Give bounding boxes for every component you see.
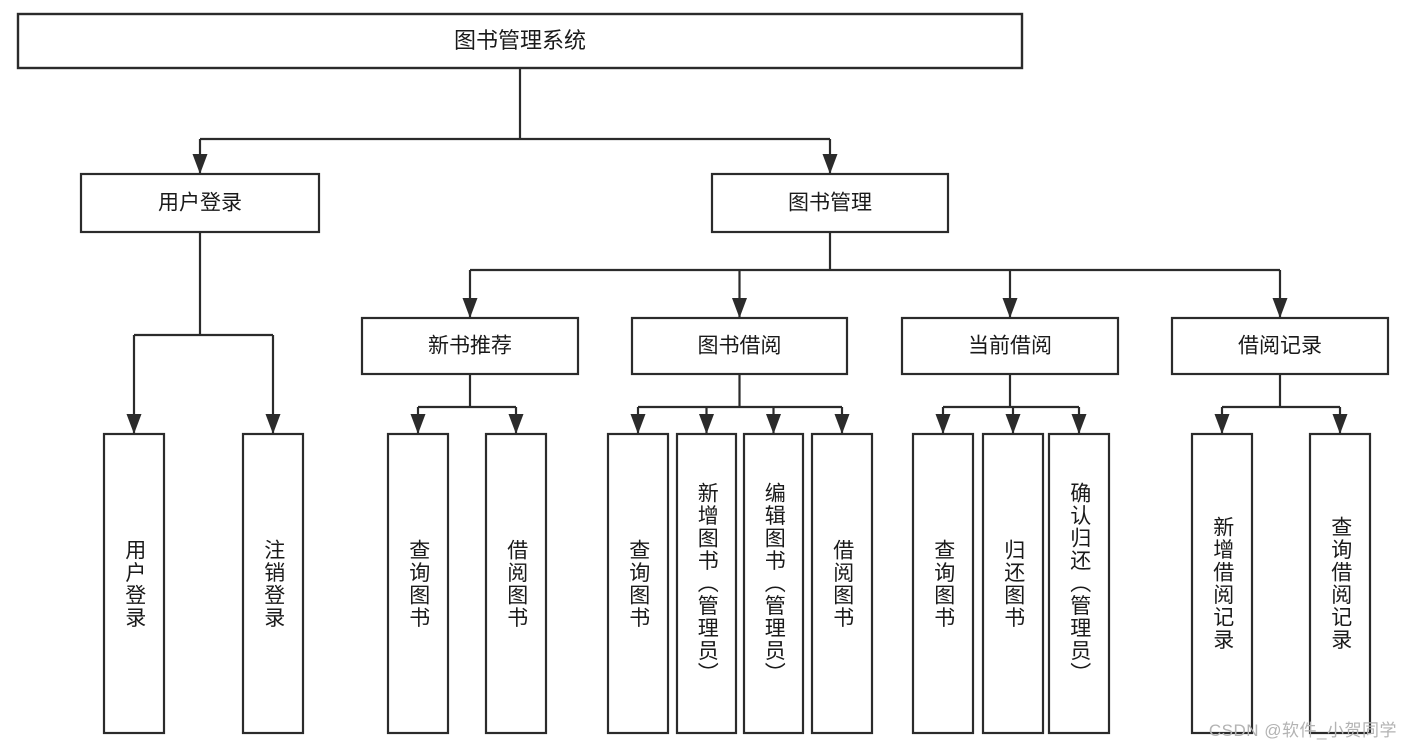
- level3-node-1-box[interactable]: [630, 316, 849, 376]
- level3-0-arrow-1: [508, 414, 524, 434]
- level2-node-1-label: 图书管理: [788, 192, 872, 215]
- leaf-node-11-box[interactable]: [1190, 432, 1254, 735]
- level3-node-2-box[interactable]: [900, 316, 1120, 376]
- level3-arrow-2: [1002, 298, 1018, 318]
- leaf-node-4-box[interactable]: [606, 432, 670, 735]
- level2-arrow-0: [192, 154, 208, 174]
- level3-1-arrow-0: [630, 414, 646, 434]
- connector-layer: [126, 68, 1348, 434]
- leaf-node-9-box[interactable]: [981, 432, 1045, 735]
- level3-3-arrow-0: [1214, 414, 1230, 434]
- leaf-node-8-box[interactable]: [911, 432, 975, 735]
- leaf-node-1-box[interactable]: [241, 432, 305, 735]
- level3-2-arrow-0: [935, 414, 951, 434]
- user-login-arrow-0: [126, 414, 142, 434]
- leaf-node-0-box[interactable]: [102, 432, 166, 735]
- level3-node-3-box[interactable]: [1170, 316, 1390, 376]
- leaf-node-3-box[interactable]: [484, 432, 548, 735]
- level3-3-arrow-1: [1332, 414, 1348, 434]
- level2-node-0-label: 用户登录: [158, 192, 242, 215]
- leaf-node-7-box[interactable]: [810, 432, 874, 735]
- level2-node-0-box[interactable]: [79, 172, 321, 234]
- box-layer: [16, 12, 1390, 735]
- level3-2-arrow-1: [1005, 414, 1021, 434]
- level3-node-3-label: 借阅记录: [1238, 335, 1322, 358]
- level3-node-1-label: 图书借阅: [698, 335, 782, 358]
- leaf-node-12-box[interactable]: [1308, 432, 1372, 735]
- level3-node-0-box[interactable]: [360, 316, 580, 376]
- leaf-node-2-box[interactable]: [386, 432, 450, 735]
- level3-node-0-label: 新书推荐: [428, 335, 512, 358]
- leaf-node-6-box[interactable]: [742, 432, 805, 735]
- level3-2-arrow-2: [1071, 414, 1087, 434]
- leaf-node-5-box[interactable]: [675, 432, 738, 735]
- root-node-label: 图书管理系统: [454, 28, 586, 53]
- leaf-node-10-box[interactable]: [1047, 432, 1111, 735]
- level3-1-arrow-3: [834, 414, 850, 434]
- level2-arrow-1: [822, 154, 838, 174]
- root-node-box[interactable]: [16, 12, 1024, 70]
- watermark: CSDN @软件_小贺同学: [1208, 721, 1397, 740]
- level3-0-arrow-0: [410, 414, 426, 434]
- level3-arrow-0: [462, 298, 478, 318]
- user-login-arrow-1: [265, 414, 281, 434]
- level3-arrow-3: [1272, 298, 1288, 318]
- level3-node-2-label: 当前借阅: [968, 335, 1052, 358]
- level3-1-arrow-1: [699, 414, 714, 434]
- level2-node-1-box[interactable]: [710, 172, 950, 234]
- level3-1-arrow-2: [766, 414, 781, 434]
- level3-arrow-1: [732, 298, 747, 318]
